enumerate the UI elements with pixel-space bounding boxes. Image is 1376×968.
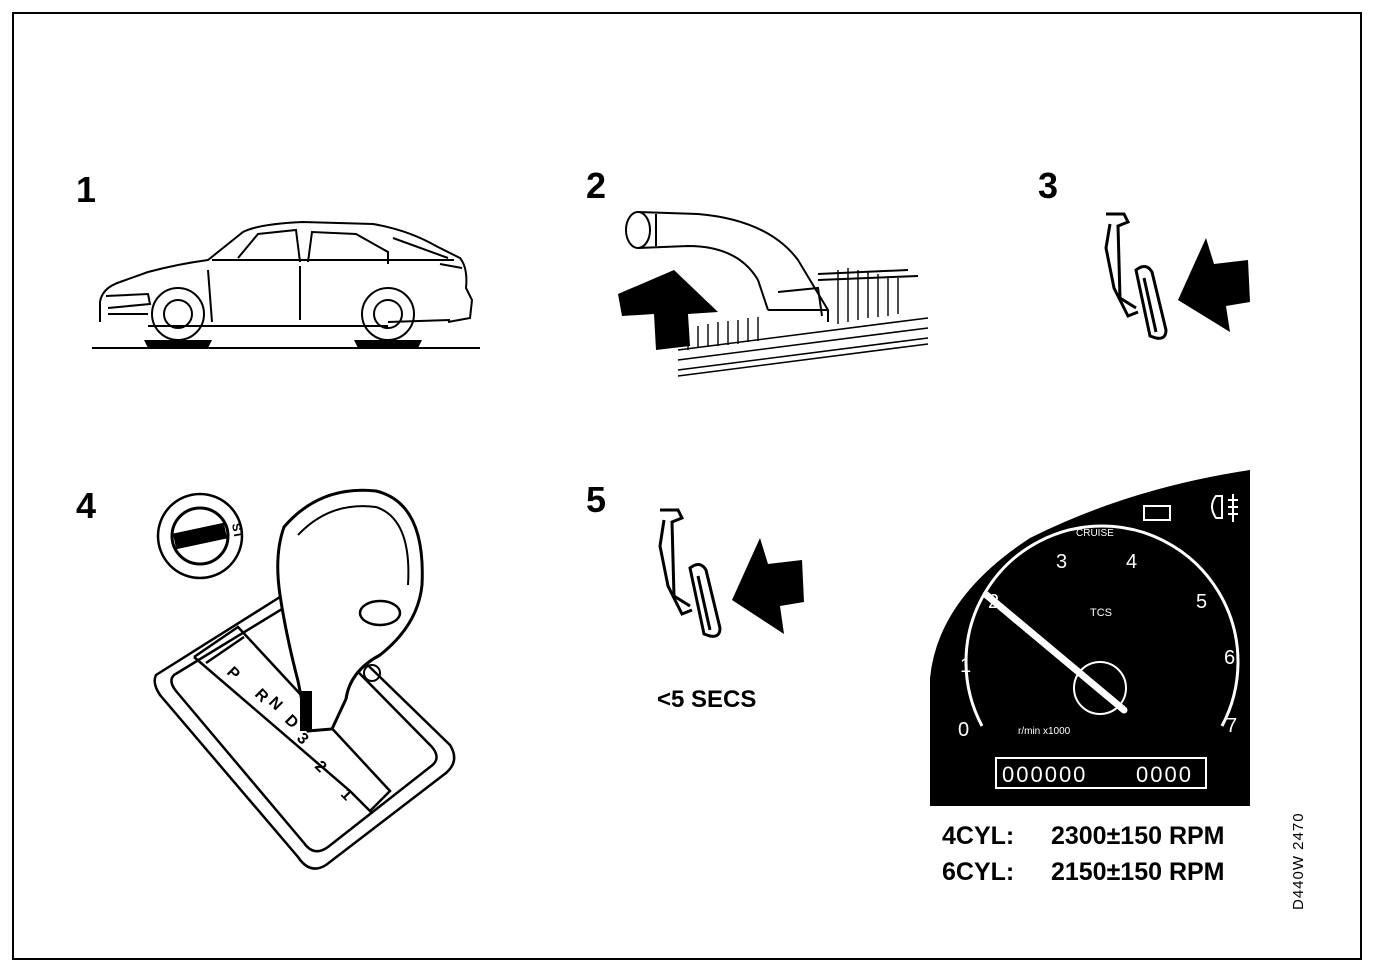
- tachometer-hub: [1073, 661, 1127, 715]
- hold-duration-caption: <5 SECS: [657, 686, 757, 713]
- gear-position-d: D: [281, 712, 301, 732]
- instrument-cluster: 0 1 2 3 4 5 6 7 CRUISE TCS r/min x1000 0…: [930, 470, 1250, 806]
- warning-lamp-icon: [1143, 494, 1238, 522]
- rpm-label-5: 5: [1196, 591, 1207, 613]
- gear-position-p: P: [223, 664, 243, 684]
- tachometer-needle: [982, 591, 1128, 714]
- figure-code: D440W 2470: [1290, 812, 1307, 910]
- rpm-label-7: 7: [1226, 715, 1237, 737]
- spec-rpm-value: 2150±150 RPM: [1050, 858, 1225, 886]
- tachometer-arc: [964, 524, 1240, 727]
- spec-engine-label: 6CYL:: [942, 858, 1015, 886]
- car-illustration: [92, 220, 480, 349]
- ignition-st-label: ST: [229, 522, 246, 540]
- spec-row-6cyl: 6CYL: 2150±150 RPM: [942, 858, 1225, 887]
- handbrake-illustration: [618, 211, 929, 377]
- tcs-indicator-label: TCS: [1090, 607, 1112, 619]
- rpm-unit-label: r/min x1000: [1018, 726, 1071, 737]
- pedal-hold-illustration: [658, 508, 804, 638]
- odometer-display: [995, 757, 1207, 789]
- step-number-4: 4: [76, 485, 97, 526]
- cruise-indicator-label: CRUISE: [1076, 528, 1114, 539]
- rpm-label-6: 6: [1224, 647, 1235, 669]
- spec-row-4cyl: 4CYL: 2300±150 RPM: [942, 822, 1225, 851]
- accelerator-pedal-illustration: [1104, 212, 1250, 340]
- step-number-3: 3: [1038, 165, 1059, 206]
- step-number-5: 5: [586, 479, 607, 520]
- rpm-label-3: 3: [1056, 551, 1067, 573]
- odometer-reading: 000000: [1002, 762, 1087, 787]
- rpm-label-4: 4: [1126, 551, 1137, 573]
- spec-engine-label: 4CYL:: [942, 822, 1015, 850]
- spec-rpm-value: 2300±150 RPM: [1050, 822, 1225, 850]
- rpm-label-0: 0: [958, 719, 969, 741]
- rpm-label-1: 1: [960, 655, 971, 677]
- step-number-1: 1: [76, 169, 97, 210]
- trip-reading: 0000: [1136, 762, 1193, 787]
- figure-frame: [12, 12, 1362, 960]
- step-number-2: 2: [586, 165, 607, 206]
- ignition-switch-illustration: ST: [156, 492, 246, 580]
- gear-selector-illustration: P R N D 3 2 1: [153, 488, 456, 870]
